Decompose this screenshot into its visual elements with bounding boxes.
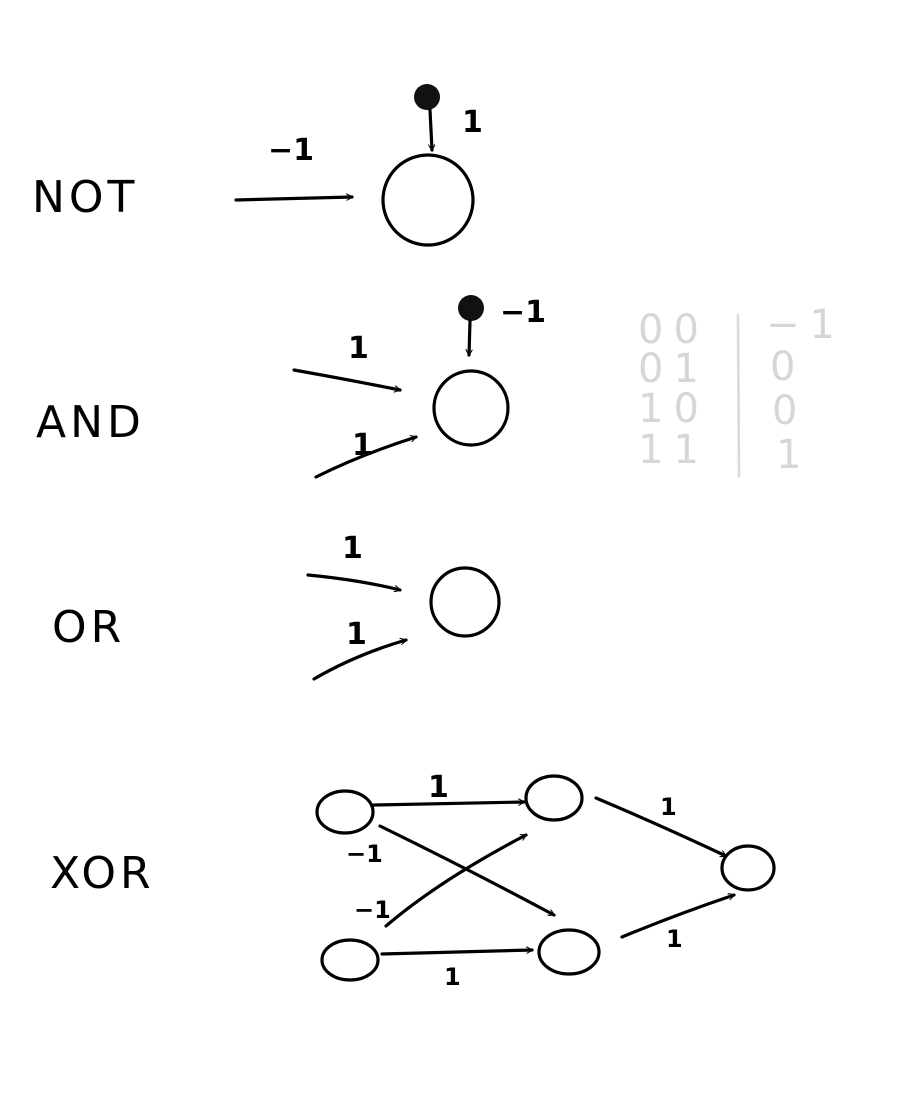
or-input-b-arrow [312, 640, 408, 681]
or-neuron [429, 566, 501, 638]
not-input-weight: −1 [268, 133, 314, 168]
or-input-a-arrow [306, 573, 402, 590]
xor-gate: XOR 1 −1 −1 1 1 1 [50, 770, 776, 991]
table-row-1-inputs: 00 [638, 307, 709, 353]
and-bias-node [458, 295, 484, 321]
table-row-4-inputs: 11 [638, 427, 709, 473]
xor-h2-out-arrow [620, 895, 736, 939]
table-row-1-output: −1 [766, 302, 845, 348]
and-gate: AND −1 1 1 00 −1 01 0 10 0 11 1 [36, 295, 845, 479]
xor-h2-out-weight: 1 [666, 925, 683, 953]
xor-b-h1-arrow [384, 833, 528, 928]
xor-input-a-node [315, 789, 375, 835]
xor-b-h2-arrow [380, 950, 534, 956]
not-label: NOT [32, 172, 138, 223]
table-divider [736, 313, 741, 478]
not-gate: NOT −1 1 [32, 84, 483, 247]
xor-a-h2-arrow [378, 824, 556, 917]
not-bias-node [414, 84, 440, 110]
table-row-2-inputs: 01 [638, 346, 709, 392]
table-row-2-output: 0 [770, 344, 805, 390]
xor-hidden-2-node [537, 928, 601, 976]
not-bias-weight: 1 [462, 105, 483, 140]
or-label: OR [52, 602, 125, 653]
and-input-b-weight: 1 [352, 428, 373, 463]
or-input-b-weight: 1 [346, 617, 367, 652]
not-bias-arrow [430, 108, 432, 152]
and-input-a-arrow [292, 368, 402, 390]
xor-a-h2-weight: −1 [346, 840, 383, 868]
xor-a-h1-arrow [372, 802, 526, 807]
xor-h1-out-arrow [594, 796, 728, 858]
and-bias-weight: −1 [500, 295, 546, 330]
table-row-3-inputs: 10 [638, 386, 709, 432]
or-gate: OR 1 1 [52, 531, 501, 681]
not-neuron [381, 153, 475, 247]
not-input-arrow [234, 197, 354, 202]
xor-h1-out-weight: 1 [660, 793, 677, 821]
and-label: AND [36, 397, 145, 448]
xor-b-h1-weight: −1 [354, 896, 391, 924]
xor-label: XOR [50, 848, 155, 899]
table-row-4-output: 1 [776, 432, 811, 478]
xor-b-h2-weight: 1 [444, 963, 461, 991]
xor-hidden-1-node [524, 774, 584, 822]
and-input-b-arrow [314, 437, 418, 479]
table-row-3-output: 0 [772, 388, 807, 434]
xor-output-node [720, 844, 776, 892]
and-truth-table: 00 −1 01 0 10 0 11 1 [638, 302, 845, 478]
xor-input-b-node [320, 938, 380, 982]
xor-a-h1-weight: 1 [428, 770, 449, 805]
and-bias-arrow [469, 319, 470, 357]
and-input-a-weight: 1 [348, 331, 369, 366]
or-input-a-weight: 1 [342, 531, 363, 566]
and-neuron [432, 369, 510, 447]
